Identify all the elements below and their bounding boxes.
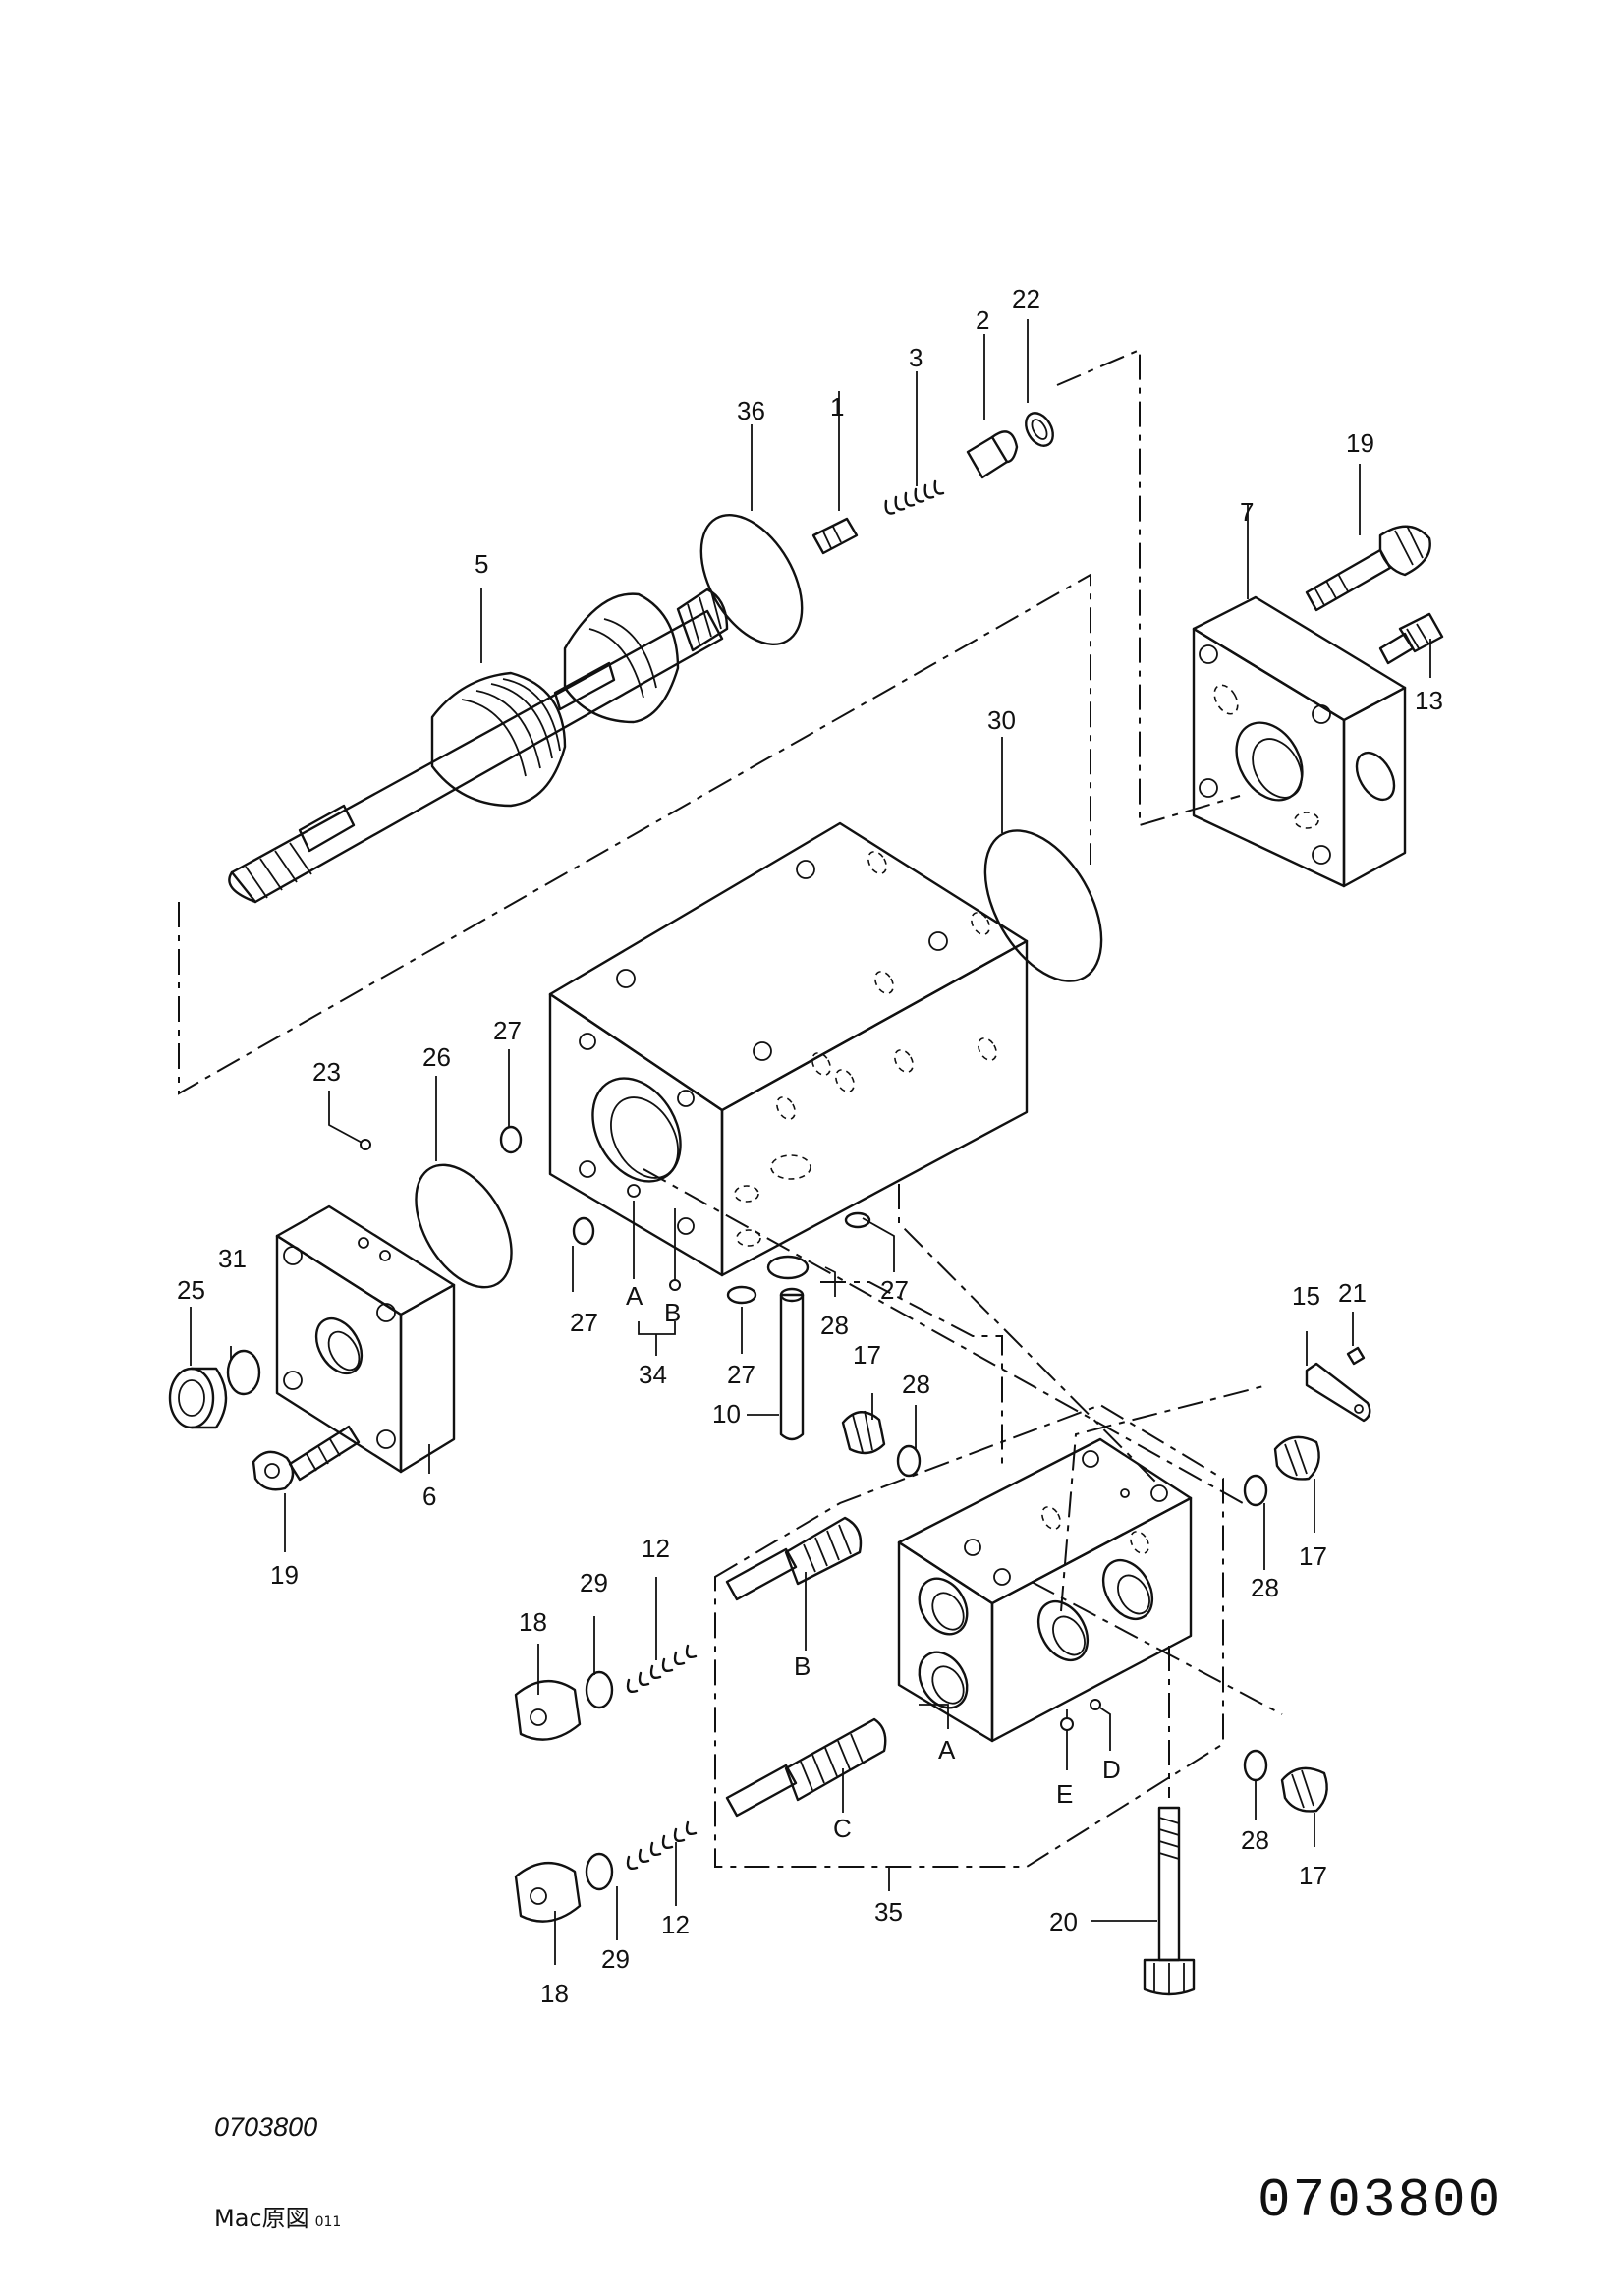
callout-22: 22 (1012, 284, 1040, 313)
callout-18-upper: 18 (519, 1607, 547, 1637)
callout-26: 26 (422, 1042, 451, 1072)
callout-13: 13 (1415, 686, 1443, 715)
callout-labels: 1 2 3 5 6 7 10 12 12 13 15 17 17 17 18 1… (177, 284, 1443, 2008)
callout-19-upper: 19 (1346, 428, 1374, 458)
callout-27-c: 27 (727, 1360, 755, 1389)
bolt-20 (1143, 1806, 1196, 1996)
callout-17-right-lower: 17 (1299, 1861, 1327, 1890)
small-parts-upper (811, 412, 1054, 555)
leader-lines (190, 319, 1431, 1965)
callout-31: 31 (218, 1244, 247, 1273)
callout-28-c: 28 (1251, 1573, 1279, 1602)
plug-25 (168, 1367, 228, 1429)
o-ring-29-lower (585, 1852, 614, 1891)
left-cover-part-6 (275, 1204, 456, 1474)
lower-valve-block (897, 1437, 1193, 1743)
mac-note-text: Mac原図 (214, 2205, 309, 2232)
callout-10: 10 (712, 1399, 741, 1428)
assembly-35-boundary (714, 1403, 1224, 1868)
bracket-15 (1305, 1362, 1371, 1423)
callout-27-d: 27 (880, 1275, 909, 1305)
callout-3: 3 (909, 343, 923, 372)
screw-21 (1346, 1346, 1366, 1366)
mac-note-code: 011 (314, 2214, 342, 2230)
callout-7: 7 (1240, 497, 1254, 527)
plug-17-right-upper (1273, 1435, 1320, 1481)
callout-6: 6 (422, 1482, 436, 1511)
fitting-13 (1378, 612, 1444, 665)
callout-17-left: 17 (853, 1340, 881, 1370)
port-label-c: C (833, 1814, 852, 1843)
bolt-19-upper (1305, 525, 1431, 612)
pin-10 (779, 1287, 805, 1441)
plug-17-left (841, 1410, 886, 1455)
callout-20: 20 (1049, 1907, 1078, 1936)
mac-original-note: Mac原図 011 (214, 2199, 341, 2233)
callout-1: 1 (830, 392, 844, 421)
spool-b (725, 1516, 863, 1601)
callout-12-upper: 12 (642, 1534, 670, 1563)
callout-18-lower: 18 (540, 1979, 569, 2008)
callout-17-right-upper: 17 (1299, 1541, 1327, 1571)
callout-19-lower: 19 (270, 1560, 299, 1590)
shaft-part-5 (228, 588, 729, 904)
plug-18-upper (514, 1679, 582, 1741)
o-ring-30 (983, 829, 1103, 982)
callout-29-lower: 29 (601, 1944, 630, 1974)
callout-28-a: 28 (820, 1311, 849, 1340)
callout-27-a: 27 (493, 1016, 522, 1045)
port-label-b-upper: B (664, 1298, 681, 1327)
callout-25: 25 (177, 1275, 205, 1305)
port-label-e: E (1056, 1779, 1073, 1809)
o-ring-36 (699, 514, 804, 645)
port-label-a-upper: A (626, 1281, 643, 1311)
document-number-large: 0703800 (1258, 2169, 1503, 2232)
callout-27-b: 27 (570, 1308, 598, 1337)
o-ring-26 (415, 1163, 513, 1289)
port-label-d: D (1102, 1755, 1121, 1784)
o-ring-31 (226, 1349, 261, 1396)
callout-2: 2 (976, 306, 989, 335)
small-o-rings (499, 1125, 871, 1305)
document-number-italic: 0703800 (214, 2112, 318, 2142)
callout-35: 35 (874, 1897, 903, 1927)
o-rings-28-block (896, 1444, 1268, 1782)
bolt-19-lower (252, 1425, 361, 1491)
callout-28-d: 28 (1241, 1825, 1269, 1855)
alignment-lines (178, 348, 1283, 1798)
o-ring-29-upper (585, 1670, 614, 1709)
main-housing (548, 821, 1029, 1277)
plug-17-right-lower (1280, 1766, 1328, 1813)
spring-12-lower (626, 1820, 698, 1871)
end-cover-part-7 (1192, 595, 1407, 888)
callout-21: 21 (1338, 1278, 1367, 1308)
callout-5: 5 (475, 549, 488, 579)
callout-36: 36 (737, 396, 765, 425)
callout-23: 23 (312, 1057, 341, 1087)
spool-c (725, 1717, 887, 1818)
callout-12-lower: 12 (661, 1910, 690, 1939)
callout-15: 15 (1292, 1281, 1320, 1311)
callout-30: 30 (987, 705, 1016, 735)
callout-34: 34 (639, 1360, 667, 1389)
callout-28-b: 28 (902, 1370, 930, 1399)
callout-29-upper: 29 (580, 1568, 608, 1597)
port-label-b-lower: B (794, 1652, 811, 1681)
spring-12-upper (626, 1644, 698, 1694)
port-label-a-lower: A (938, 1735, 956, 1764)
plug-18-lower (514, 1861, 582, 1923)
lead-dots (360, 1139, 1101, 1731)
